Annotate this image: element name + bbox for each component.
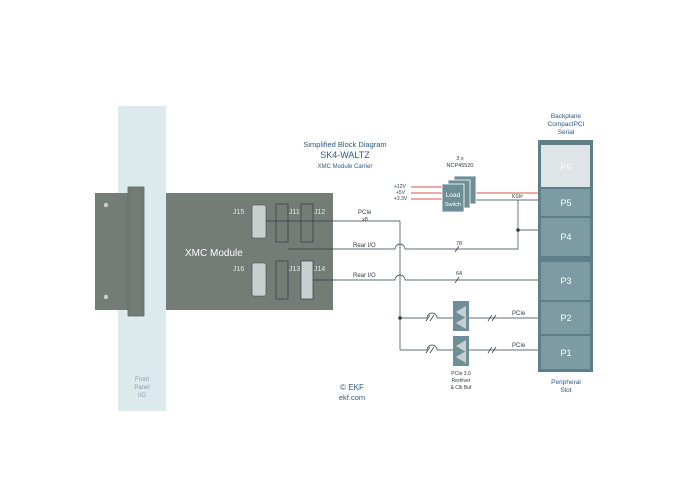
- backplane-label-3: Serial: [558, 129, 575, 136]
- peripheral-label-1: Peripheral: [551, 379, 581, 386]
- j14-connector: [300, 260, 314, 300]
- title-line-1: Simplified Block Diagram: [303, 140, 386, 149]
- redriver-2-arrow-bottom: [456, 351, 466, 363]
- redriver-2-arrow-top: [456, 340, 466, 352]
- slot-p2-label: P2: [560, 313, 571, 323]
- redriver-label-3: & Clk Buf: [451, 385, 472, 391]
- j11-label: J11: [289, 209, 300, 216]
- slot-p3: [541, 262, 590, 300]
- redriver-2: [453, 336, 469, 366]
- load-switch-count: 3 x: [456, 156, 464, 162]
- bezel-screw-bottom: [103, 294, 109, 300]
- slot-p4-label: P4: [560, 232, 571, 242]
- peripheral-label-2: Slot: [560, 387, 571, 394]
- redriver-label-1: PCIe 3.0: [451, 371, 471, 377]
- front-panel-label-1: Front: [135, 377, 149, 383]
- backplane-label-2: CompactPCI: [548, 121, 585, 128]
- slot-p5-label: P5: [560, 198, 571, 208]
- bus-64-label: 64: [456, 271, 462, 277]
- load-switch-label-1: Load: [446, 192, 461, 199]
- redriver-1-arrow-bottom: [456, 317, 466, 329]
- module-bezel-edge: [127, 186, 145, 317]
- junction-dot-2: [516, 228, 520, 232]
- load-switch-1: [441, 183, 465, 213]
- backplane-label-1: Backplane: [551, 113, 582, 120]
- pcie-width-label: x8: [362, 217, 368, 223]
- j11-connector: [275, 203, 289, 243]
- j13-connector: [275, 260, 289, 300]
- j13-label: J13: [289, 266, 300, 273]
- pcie-label: PCIe: [358, 210, 372, 216]
- xmc-module-label: XMC Module: [185, 248, 243, 259]
- slot-p2: [541, 302, 590, 334]
- pcie-p1-label: PCIe: [512, 343, 526, 349]
- j15-label: J15: [233, 209, 244, 216]
- rear-io-1-label: Rear I/O: [353, 243, 376, 249]
- pcie-p2-label: PCIe: [512, 311, 526, 317]
- bus-slashes: [425, 245, 497, 354]
- title-line-3: XMC Module Carrier: [318, 164, 373, 170]
- power-12v-label: +12V: [394, 184, 406, 190]
- slot-p6: [541, 145, 590, 187]
- slot-p3-label: P3: [560, 276, 571, 286]
- slot-p4: [541, 218, 590, 256]
- slot-p1-label: P1: [560, 348, 571, 358]
- j16-connector: [251, 262, 267, 297]
- slot-p1: [541, 336, 590, 369]
- redriver-1: [453, 301, 469, 331]
- title-line-2: SK4-WALTZ: [320, 150, 370, 160]
- redriver-1-arrow-top: [456, 306, 466, 318]
- copyright-line-1: © EKF: [340, 383, 364, 392]
- front-panel-label-2: Panel: [134, 385, 149, 391]
- slot-p6-label: P6: [560, 162, 571, 172]
- power-33v-label: +3.3V: [394, 196, 408, 202]
- rear-io-2-label: Rear I/O: [353, 273, 376, 279]
- j12-label: J12: [314, 209, 325, 216]
- ksi-label: KSI#: [512, 194, 523, 200]
- bezel-screw-top: [103, 202, 109, 208]
- copyright-line-2: ekf.com: [339, 393, 365, 402]
- power-lines: [411, 186, 541, 200]
- j12-connector: [300, 203, 314, 243]
- j16-label: J16: [233, 266, 244, 273]
- load-switch-part: NCP45520: [447, 163, 474, 169]
- power-5v-label: +5V: [396, 190, 406, 196]
- j14-label: J14: [314, 266, 325, 273]
- j15-connector: [251, 204, 267, 239]
- redriver-label-2: Redriver: [452, 378, 471, 384]
- module-bezel: [95, 193, 130, 310]
- slot-p5: [541, 189, 590, 216]
- junction-dot-1: [398, 316, 402, 320]
- load-switch-label-2: Switch: [445, 202, 461, 208]
- front-panel-label-3: I/O: [138, 393, 146, 399]
- bus-78-label: 78: [456, 241, 462, 247]
- signal-lines: [266, 199, 541, 351]
